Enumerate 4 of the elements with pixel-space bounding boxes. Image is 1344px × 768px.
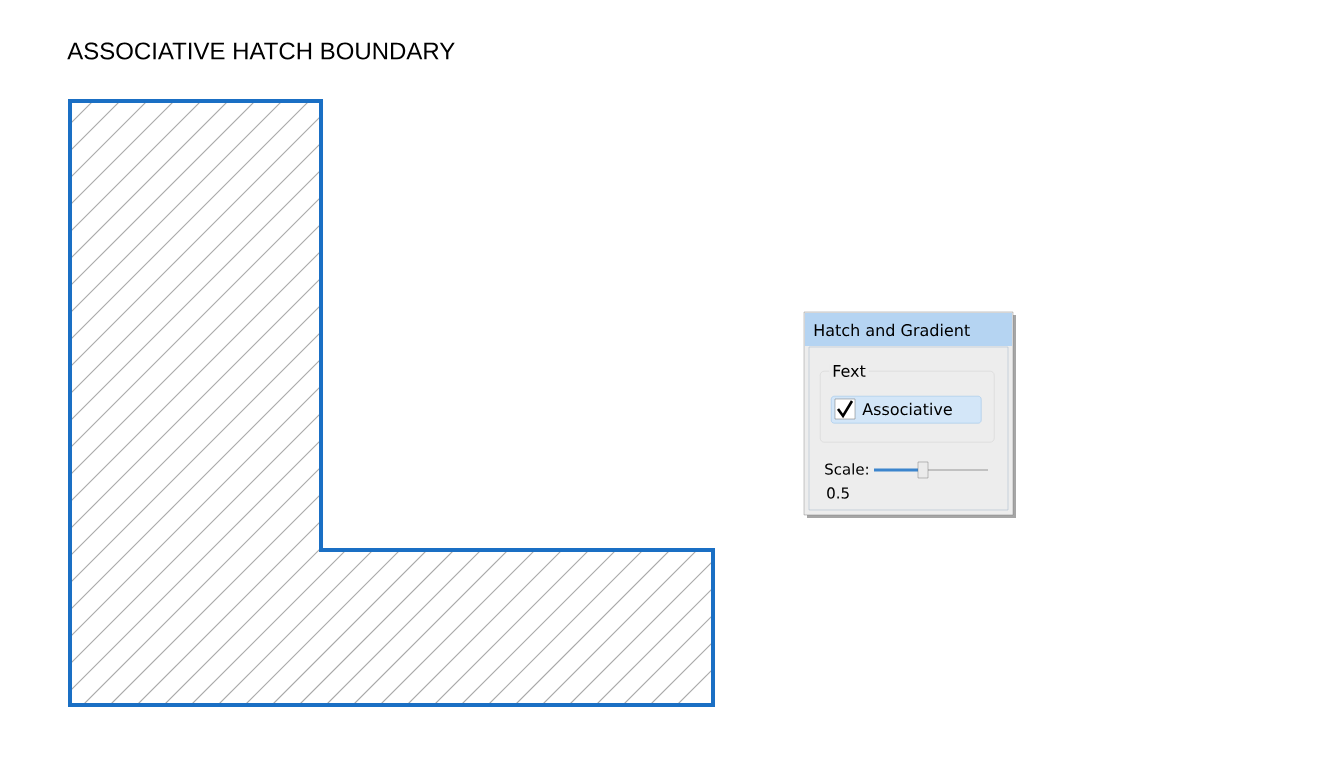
value-text: 0.5: [827, 487, 849, 499]
diagram-title: ASSOCIATIVE HATCH BOUNDARY: [67, 42, 455, 60]
field-label: Scale:: [825, 463, 868, 475]
checkbox: Associative: [831, 396, 982, 424]
